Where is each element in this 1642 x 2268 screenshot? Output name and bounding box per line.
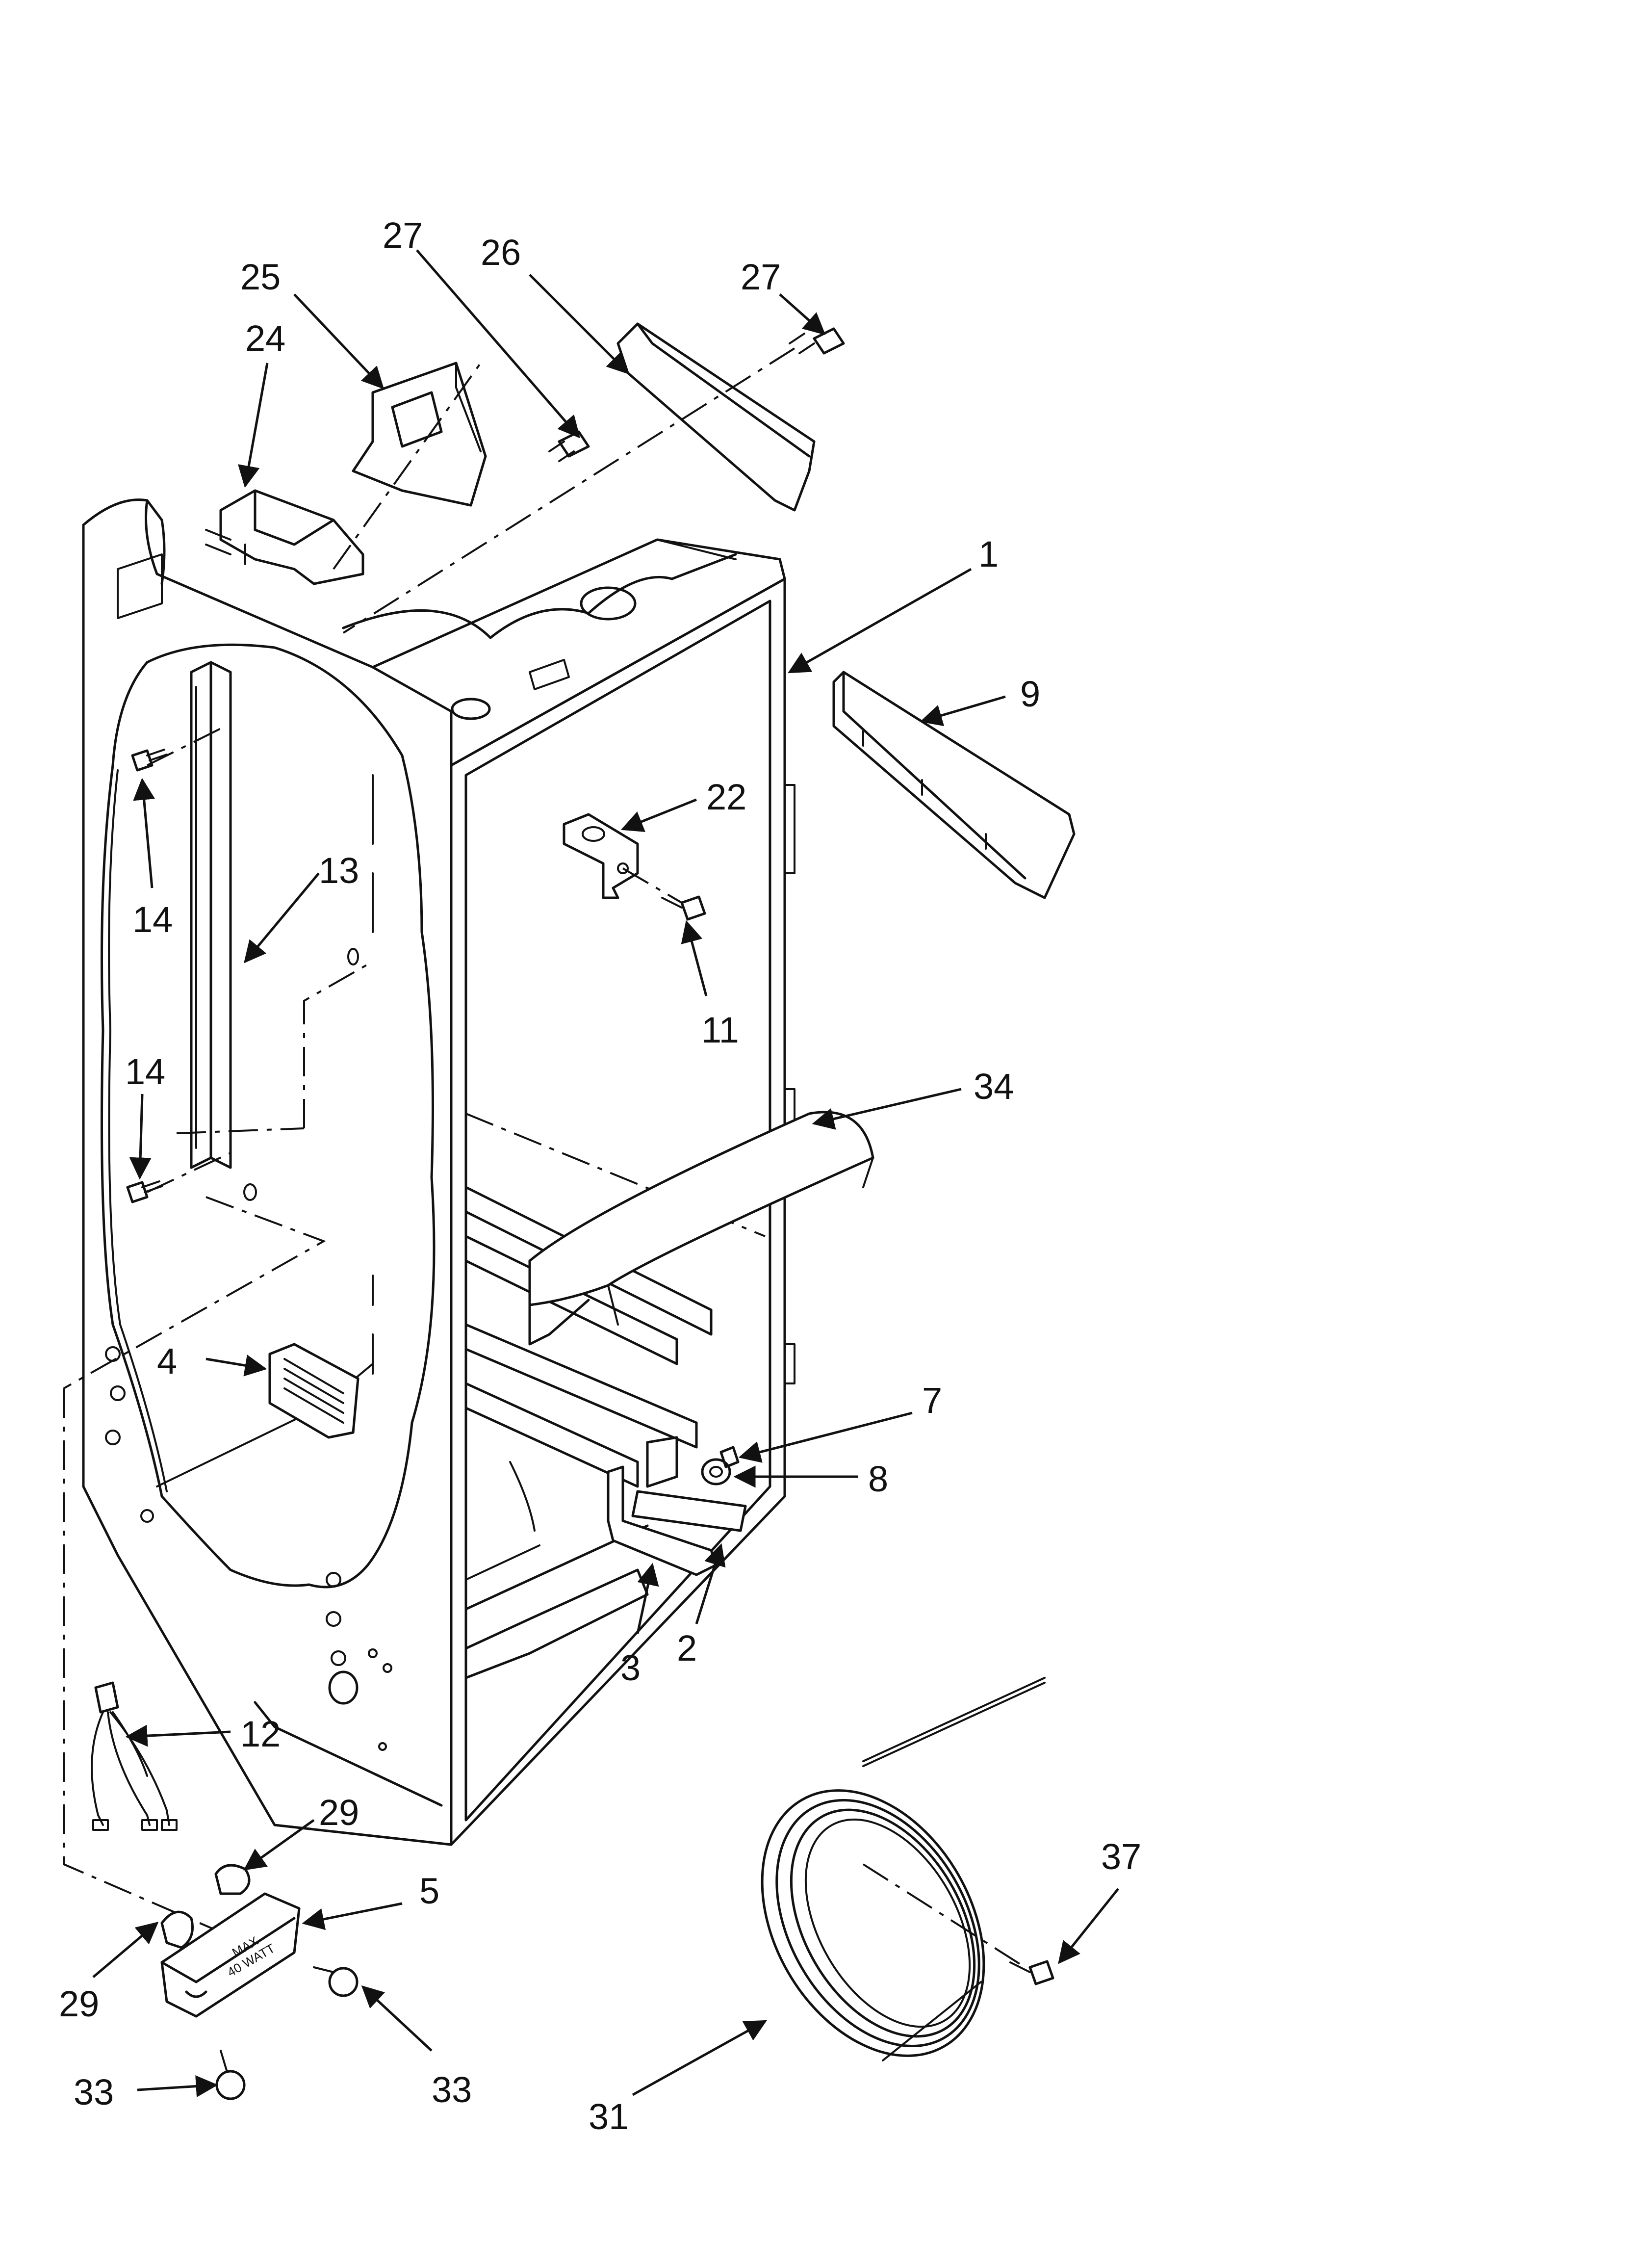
callout-25: 25 xyxy=(240,257,281,297)
callout-29-lower: 29 xyxy=(59,1983,99,2024)
callout-labels: 27 26 27 25 24 1 9 22 13 14 11 14 34 4 7… xyxy=(59,215,1141,2137)
screw-27-right xyxy=(789,327,845,355)
callout-33-right: 33 xyxy=(432,2069,472,2110)
screw-27-left xyxy=(548,430,590,462)
light-shield-34 xyxy=(528,1111,874,1346)
guide-line-top xyxy=(342,347,795,634)
callout-11: 11 xyxy=(701,1010,739,1050)
callout-3: 3 xyxy=(620,1647,641,1688)
callout-24: 24 xyxy=(245,318,285,359)
callout-34: 34 xyxy=(974,1066,1014,1107)
callout-14-lower: 14 xyxy=(125,1051,165,1092)
air-grille-4 xyxy=(268,1343,359,1439)
screw-37 xyxy=(1009,1960,1054,1985)
control-housing-24 xyxy=(205,489,364,585)
callout-7: 7 xyxy=(922,1380,942,1421)
screw-11 xyxy=(661,895,706,921)
clip-29-upper xyxy=(214,1864,251,1895)
callout-27-left: 27 xyxy=(383,215,423,256)
leader-lines xyxy=(92,249,1119,2097)
shelf-ladder-rail xyxy=(190,661,232,1169)
callout-37: 37 xyxy=(1101,1836,1141,1877)
callout-29-upper: 29 xyxy=(319,1792,359,1833)
left-wall-hardware xyxy=(63,725,373,1944)
side-trim-9 xyxy=(832,671,1076,899)
guide-line-22 xyxy=(622,867,683,904)
callout-9: 9 xyxy=(1020,674,1040,714)
bracket-22 xyxy=(563,813,639,899)
control-cover-25 xyxy=(352,362,487,507)
top-trim-26 xyxy=(616,322,816,512)
callout-12: 12 xyxy=(240,1714,281,1754)
callout-27-right: 27 xyxy=(741,257,781,297)
callout-14-upper: 14 xyxy=(132,899,173,940)
guide-line-top-left xyxy=(333,362,482,570)
guide-line-37 xyxy=(862,1863,1026,1968)
callout-26: 26 xyxy=(481,232,521,273)
callout-33-left: 33 xyxy=(74,2072,114,2112)
callout-1: 1 xyxy=(978,534,999,574)
callout-4: 4 xyxy=(157,1341,177,1382)
bulb-33-right xyxy=(313,1966,359,1997)
screw-14-upper xyxy=(131,749,168,772)
callout-2: 2 xyxy=(677,1628,697,1668)
callout-8: 8 xyxy=(868,1459,888,1499)
wire-harness-12 xyxy=(91,1681,178,1831)
callout-22: 22 xyxy=(706,777,746,817)
screw-14-lower xyxy=(126,1180,163,1203)
callout-13: 13 xyxy=(319,850,359,891)
callout-31: 31 xyxy=(589,2096,629,2137)
callout-5: 5 xyxy=(419,1871,439,1911)
tube-coil-31 xyxy=(761,1677,1046,2061)
clip-29-lower xyxy=(160,1910,194,1949)
bulb-33-left xyxy=(215,2050,246,2100)
